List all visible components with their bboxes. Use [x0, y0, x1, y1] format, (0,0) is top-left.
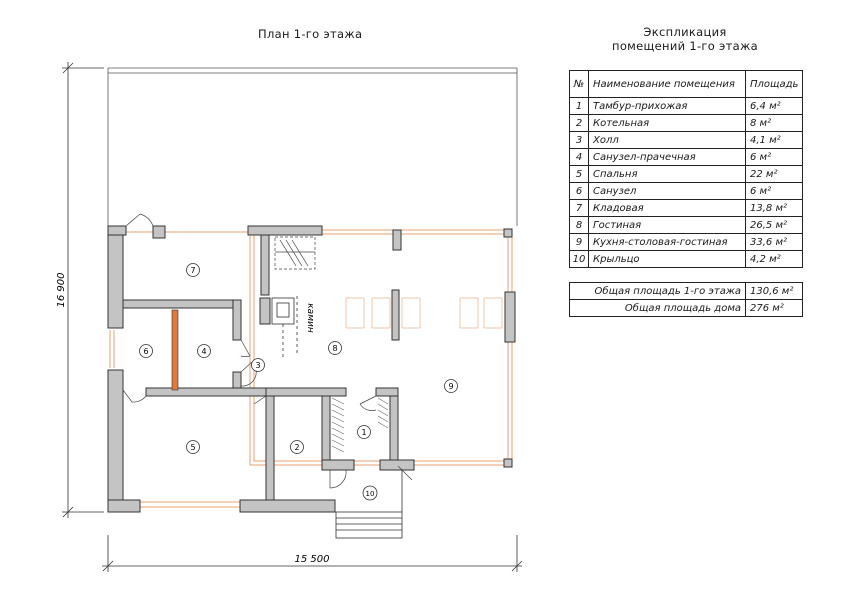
- closet-hatching: [331, 397, 389, 453]
- row-name: Котельная: [588, 114, 746, 132]
- svg-text:10: 10: [366, 490, 375, 498]
- total-floor-value: 130,6 м²: [744, 282, 804, 300]
- header-name: Наименование помещения: [588, 70, 746, 98]
- horizontal-dimension-line: [102, 535, 523, 572]
- header-number: №: [569, 70, 589, 98]
- svg-text:6: 6: [143, 347, 148, 356]
- row-area: 8 м²: [744, 114, 804, 132]
- room-marker-4: 4: [197, 344, 211, 358]
- row-number: 2: [569, 114, 589, 132]
- row-area: 33,6 м²: [744, 233, 804, 251]
- row-name: Кухня-столовая-гостиная: [588, 233, 746, 251]
- room-marker-5: 5: [186, 440, 200, 454]
- room-marker-10: 10: [362, 485, 378, 501]
- row-area: 6 м²: [744, 148, 804, 166]
- row-name: Спальня: [588, 165, 746, 183]
- svg-text:4: 4: [201, 347, 206, 356]
- svg-text:5: 5: [190, 443, 195, 452]
- porch-steps: [335, 470, 403, 539]
- svg-text:7: 7: [190, 266, 195, 275]
- row-number: 5: [569, 165, 589, 183]
- room-markers: 7 6 4 3 8 9 1 2 5 10: [139, 263, 458, 501]
- row-area: 22 м²: [744, 165, 804, 183]
- table-title-line2: помещений 1-го этажа: [612, 39, 758, 53]
- room-marker-6: 6: [139, 344, 153, 358]
- svg-text:1: 1: [361, 428, 366, 437]
- row-area: 4,1 м²: [744, 131, 804, 149]
- furniture-outlines: [345, 297, 503, 329]
- interior-walls: [122, 229, 415, 501]
- upper-floor-outline: [107, 67, 518, 226]
- row-number: 9: [569, 233, 589, 251]
- room-marker-2: 2: [290, 440, 304, 454]
- row-area: 4,2 м²: [744, 250, 804, 268]
- plan-title: План 1-го этажа: [258, 27, 363, 41]
- terrace-outline: [108, 229, 513, 466]
- row-area: 26,5 м²: [744, 216, 804, 234]
- row-name: Гостиная: [588, 216, 746, 234]
- exterior-walls: [107, 225, 516, 513]
- row-number: 10: [569, 250, 589, 268]
- row-name: Санузел-прачечная: [588, 148, 746, 166]
- row-name: Холл: [588, 131, 746, 149]
- table-header-row: № Наименование помещения Площадь: [569, 70, 804, 98]
- row-name: Кладовая: [588, 199, 746, 217]
- total-house-value: 276 м²: [744, 299, 804, 317]
- fireplace-label: камин: [305, 303, 315, 333]
- table-title-line1: Экспликация: [643, 25, 727, 39]
- row-name: Крыльцо: [588, 250, 746, 268]
- svg-text:8: 8: [332, 344, 337, 353]
- row-number: 7: [569, 199, 589, 217]
- fireplace: [271, 296, 298, 358]
- header-area: Площадь: [744, 70, 804, 98]
- table-spacer-row: [569, 267, 803, 283]
- room-marker-7: 7: [186, 263, 200, 277]
- orange-partition: [171, 309, 179, 391]
- svg-text:2: 2: [294, 443, 299, 452]
- row-number: 8: [569, 216, 589, 234]
- svg-text:9: 9: [448, 382, 453, 391]
- row-area: 6 м²: [744, 182, 804, 200]
- svg-text:3: 3: [255, 361, 260, 370]
- dimension-height-label: 16 900: [56, 273, 67, 308]
- room-marker-1: 1: [357, 425, 371, 439]
- dimension-width-label: 15 500: [295, 554, 330, 565]
- room-marker-9: 9: [444, 379, 458, 393]
- row-name: Тамбур-прихожая: [588, 97, 746, 115]
- total-house-label: Общая площадь дома: [569, 299, 746, 317]
- row-name: Санузел: [588, 182, 746, 200]
- row-number: 1: [569, 97, 589, 115]
- vertical-dimension-line: [62, 62, 104, 518]
- room-marker-3: 3: [251, 358, 265, 372]
- row-area: 13,8 м²: [744, 199, 804, 217]
- row-number: 4: [569, 148, 589, 166]
- table-title: Экспликация помещений 1-го этажа: [590, 25, 780, 53]
- room-marker-8: 8: [328, 341, 342, 355]
- staircase: [274, 236, 316, 270]
- total-floor-label: Общая площадь 1-го этажа: [569, 282, 746, 300]
- row-number: 6: [569, 182, 589, 200]
- row-number: 3: [569, 131, 589, 149]
- row-area: 6,4 м²: [744, 97, 804, 115]
